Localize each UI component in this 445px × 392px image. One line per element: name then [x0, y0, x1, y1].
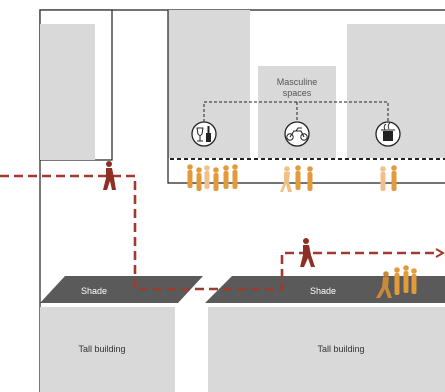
route-arrow-icon: [435, 248, 445, 258]
person-figure: [307, 166, 313, 191]
person-figure: [280, 166, 292, 192]
tall-building-left: [40, 307, 175, 392]
person-figure: [196, 167, 202, 191]
person-figure: [213, 167, 219, 191]
crowd-group-left: [187, 164, 238, 191]
wine-bottle-icon: [191, 121, 217, 147]
tall-building-right: [208, 307, 445, 392]
motorcycle-icon: [284, 121, 310, 147]
person-figure: [295, 165, 301, 190]
person-figure: [411, 268, 417, 294]
shade-label-right: Shade: [310, 286, 336, 296]
person-figure: [232, 164, 238, 189]
tall-building-label-left: Tall building: [78, 344, 125, 354]
crowd-group-right: [380, 165, 397, 191]
frontage-outline: [167, 10, 445, 184]
person-figure: [403, 265, 409, 293]
person-figure: [380, 166, 386, 191]
person-figure: [187, 164, 193, 188]
tall-building-label-right: Tall building: [317, 344, 364, 354]
person-figure: [204, 165, 210, 189]
hookah-icon: [375, 121, 401, 147]
shade-label-left: Shade: [81, 286, 107, 296]
person-figure: [391, 165, 397, 191]
building-top-left: [40, 24, 95, 160]
walking-person-figure: [103, 161, 116, 190]
masculine-label-line1: Masculine: [277, 77, 318, 87]
crowd-group-shade: [376, 265, 417, 298]
person-figure: [394, 267, 400, 295]
shade-band-left: [40, 276, 203, 303]
masculine-bracket: [203, 101, 389, 122]
person-figure: [376, 271, 392, 298]
person-figure: [223, 165, 229, 189]
pedestrian-route: [0, 174, 436, 291]
walking-person-figure: [300, 238, 315, 267]
crowd-group-middle: [280, 165, 313, 192]
masculine-label-line2: spaces: [283, 88, 312, 98]
